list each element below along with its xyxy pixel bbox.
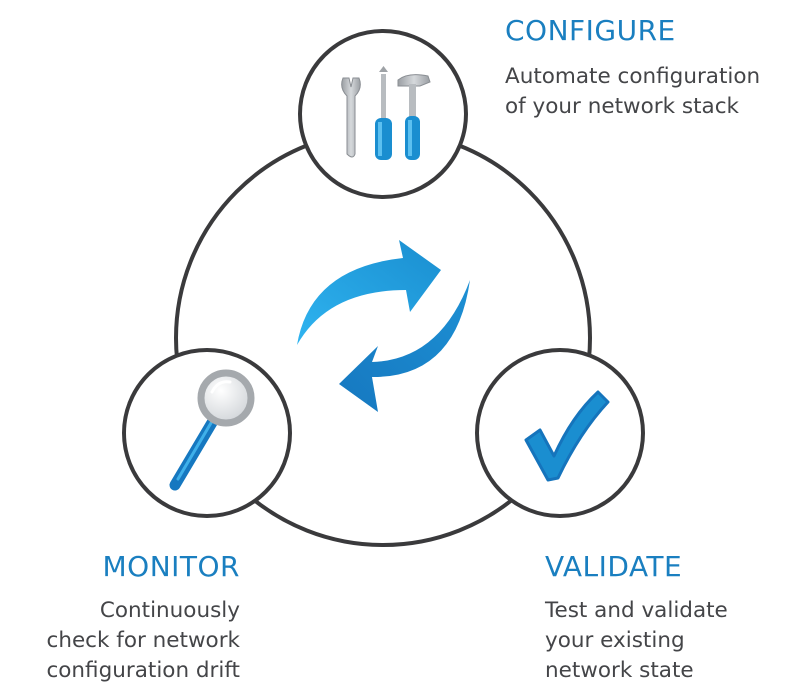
configure-desc-line: Automate configuration	[505, 64, 761, 89]
validate-desc-line: network state	[545, 658, 694, 683]
configure-node	[298, 29, 468, 199]
validate-node	[475, 348, 645, 518]
checkmark-icon	[524, 390, 610, 482]
tools-icon	[341, 66, 431, 160]
configure-description: Automate configuration of your network s…	[505, 62, 760, 122]
magnifier-icon	[169, 369, 255, 491]
monitor-title: MONITOR	[102, 550, 240, 583]
monitor-node	[122, 348, 292, 518]
validate-desc-line: Test and validate	[545, 598, 728, 623]
configure-desc-line: of your network stack	[505, 94, 739, 119]
monitor-desc-line: Continuously	[99, 598, 240, 623]
validate-title: VALIDATE	[545, 550, 683, 583]
validate-description: Test and validate your existing network …	[545, 596, 728, 686]
validate-desc-line: your existing	[545, 628, 685, 653]
configure-title: CONFIGURE	[505, 14, 676, 47]
monitor-desc-line: configuration drift	[46, 658, 240, 683]
monitor-description: Continuously check for network configura…	[0, 596, 240, 686]
monitor-desc-line: check for network	[46, 628, 241, 653]
refresh-cycle-icon	[297, 240, 470, 412]
